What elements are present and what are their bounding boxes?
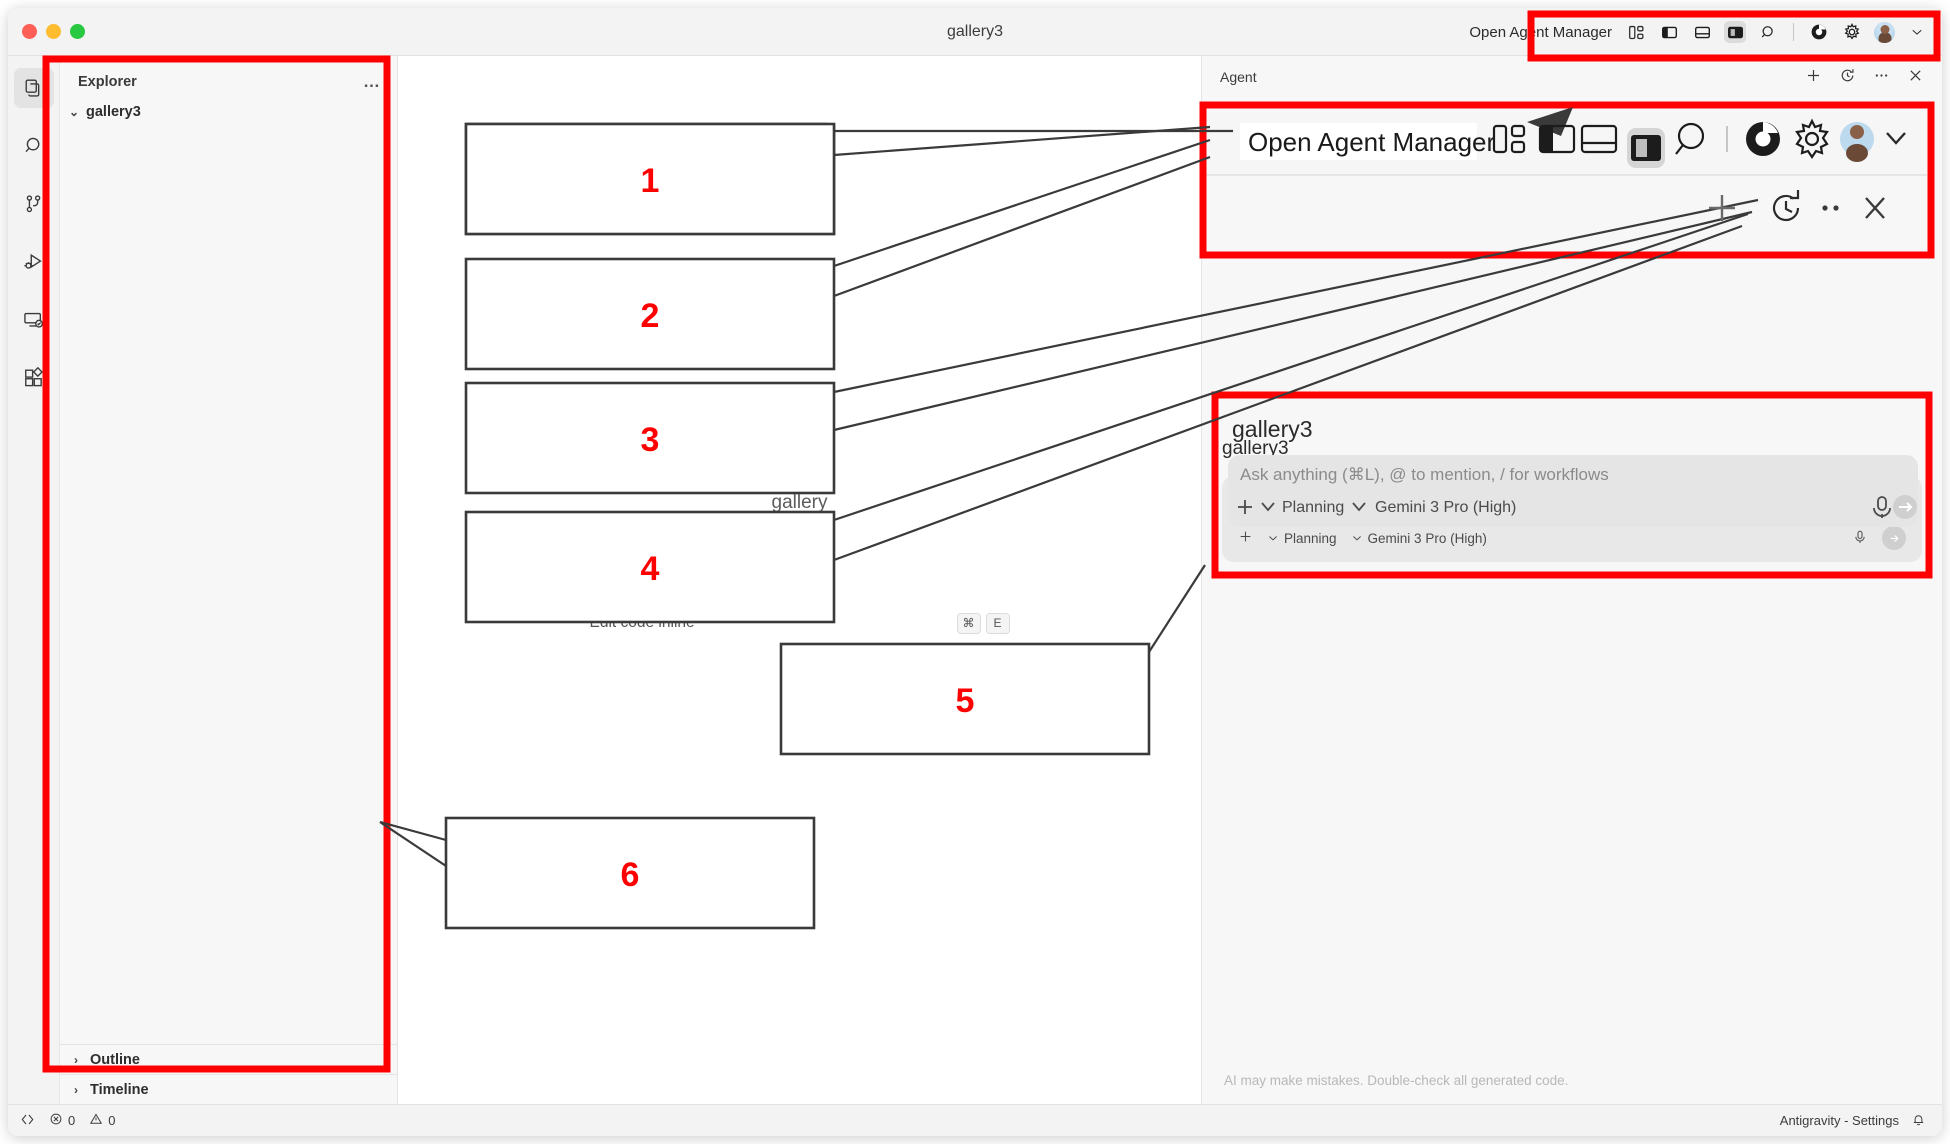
agent-conversation-area: gallery3 Ask anything (⌘L), @ to mention… [1202,98,1942,1056]
workbench-body: Explorer … ⌄ gallery3 › Outline › Timeli… [8,56,1942,1104]
agent-model-label: Gemini 3 Pro (High) [1367,530,1487,546]
title-bar-actions: Open Agent Manager [1469,8,1928,56]
new-chat-plus-icon[interactable] [1805,67,1822,87]
explorer-title: Explorer [78,74,137,90]
welcome-shortcut-list: Switch to Agent Manager Code with Agent … [590,548,1010,638]
search-icon[interactable] [1757,21,1779,43]
welcome-shortcut-row[interactable]: Switch to Agent Manager [590,548,1010,578]
warning-count: 0 [108,1113,116,1128]
notifications-bell-icon[interactable] [1911,1112,1926,1130]
maximize-window-button[interactable] [70,24,85,39]
close-x-icon[interactable] [1907,67,1924,87]
error-circle-icon [49,1112,63,1129]
agent-model-selector[interactable]: Gemini 3 Pro (High) [1351,531,1487,546]
account-avatar[interactable] [1874,21,1895,43]
agent-mode-label: Planning [1284,530,1337,546]
agent-input-box[interactable]: Ask anything (⌘L), @ to mention, / for w… [1222,476,1922,562]
sidebar-item-extensions[interactable] [14,358,54,398]
agent-composer: gallery3 Ask anything (⌘L), @ to mention… [1222,438,1922,562]
agent-panel: Agent [1202,56,1942,1104]
chevron-right-icon: › [74,1052,78,1067]
sidebar-item-source-control[interactable] [14,184,54,224]
status-bar-right: Antigravity - Settings [1780,1112,1942,1130]
app-window: gallery3 Open Agent Manager [8,8,1942,1136]
status-settings-label[interactable]: Antigravity - Settings [1779,1113,1899,1128]
explorer-root-label: gallery3 [86,104,141,120]
agent-mode-selector[interactable]: Planning [1267,531,1337,546]
shortcut-keys: ⌘ E [956,612,1010,634]
customize-layout-icon[interactable] [1625,21,1647,43]
settings-gear-icon[interactable] [1841,21,1863,43]
remote-window-icon[interactable] [20,1112,35,1130]
chevron-right-icon: › [74,1082,78,1097]
editor-welcome: gallery Switch to Agent Manager Code wit… [398,436,1201,638]
sidebar-item-explorer[interactable] [13,68,54,108]
outline-label: Outline [90,1051,140,1068]
title-bar: gallery3 Open Agent Manager [8,8,1942,56]
chevron-down-icon[interactable] [1906,21,1928,43]
shortcut-label: Edit code inline [589,614,695,631]
sidebar-item-run-and-debug[interactable] [14,242,54,282]
minimize-window-button[interactable] [46,24,61,39]
status-warnings[interactable]: 0 [89,1112,115,1129]
explorer-sections: › Outline › Timeline [60,1044,397,1104]
explorer-section-timeline[interactable]: › Timeline [60,1074,397,1104]
open-agent-manager-label[interactable]: Open Agent Manager [1469,23,1612,41]
welcome-subtitle: gallery [771,492,828,513]
window-controls[interactable] [8,24,85,39]
error-count: 0 [68,1113,76,1128]
agent-panel-header-actions [1805,67,1924,87]
agent-panel-header: Agent [1202,56,1942,98]
sidebar-item-testing[interactable] [14,300,54,340]
shortcut-label: Code with Agent [589,584,703,601]
agent-prompt-input[interactable]: Ask anything (⌘L), @ to mention, / for w… [1238,492,1553,508]
microphone-icon[interactable] [1852,529,1868,548]
key-e: E [985,612,1010,634]
toolbar-divider [1793,23,1794,41]
explorer-more-actions-icon[interactable]: … [363,72,381,91]
explorer-header: Explorer … [60,64,397,100]
agent-input-controls: Planning Gemini 3 Pro (High) [1238,526,1906,550]
shortcut-label: Switch to Agent Manager [589,554,762,571]
status-errors[interactable]: 0 [49,1112,75,1129]
explorer-file-tree[interactable] [60,124,397,1044]
agent-project-name: gallery3 [1222,438,1289,459]
product-logo-icon [770,436,830,474]
status-bar-left: 0 0 [8,1112,115,1130]
welcome-shortcut-row[interactable]: Code with Agent [590,578,1010,608]
browser-icon[interactable] [1808,21,1830,43]
explorer-root-folder[interactable]: ⌄ gallery3 [60,100,397,124]
warning-triangle-icon [89,1112,103,1129]
sidebar-item-search[interactable] [14,126,54,166]
explorer-section-outline[interactable]: › Outline [60,1044,397,1074]
toggle-panel-icon[interactable] [1691,21,1713,43]
toggle-primary-sidebar-icon[interactable] [1658,21,1680,43]
timeline-label: Timeline [90,1081,149,1098]
history-clock-icon[interactable] [1839,67,1856,87]
agent-disclaimer: AI may make mistakes. Double-check all g… [1224,1072,1569,1088]
attach-plus-icon[interactable] [1238,529,1253,547]
welcome-shortcut-row[interactable]: Edit code inline ⌘ E [590,608,1010,638]
more-ellipsis-icon[interactable] [1873,67,1890,87]
key-cmd: ⌘ [956,612,981,634]
status-bar: 0 0 Antigravity - Settings [8,1104,1942,1136]
toggle-secondary-sidebar-icon[interactable] [1724,21,1746,43]
send-arrow-icon[interactable] [1882,526,1906,550]
close-window-button[interactable] [22,24,37,39]
editor-area[interactable]: gallery Switch to Agent Manager Code wit… [398,56,1202,1104]
explorer-panel: Explorer … ⌄ gallery3 › Outline › Timeli… [60,56,398,1104]
agent-panel-title: Agent [1220,69,1257,85]
activity-bar [8,56,60,1104]
chevron-down-icon[interactable]: ⌄ [68,105,80,119]
